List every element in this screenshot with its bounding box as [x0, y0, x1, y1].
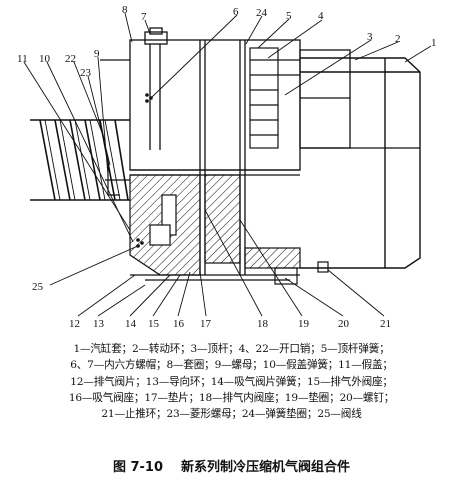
part-label-4: 4 [318, 10, 324, 22]
part-label-13: 13 [93, 318, 105, 330]
part-label-5: 5 [286, 10, 292, 22]
part-label-17: 17 [200, 318, 212, 330]
part-label-7: 7 [141, 11, 147, 23]
part-label-14: 14 [125, 318, 137, 330]
legend-line: 16—吸气阀座；17—垫片；18—排气内阀座；19—垫圈；20—螺钉； [68, 391, 395, 404]
legend-line: 6、7—内六方螺帽；8—套圈；9—螺母；10—假盖弹簧；11—假盖； [70, 359, 393, 372]
part-label-18: 18 [257, 318, 269, 330]
legend-line: 21—止推环；23—菱形螺母；24—弹簧垫圈；25—阀线 [101, 408, 362, 421]
legend-line: 1—汽缸套；2—转动环；3—顶杆；4、22—开口销；5—顶杆弹簧； [73, 343, 390, 355]
part-label-19: 19 [298, 318, 310, 330]
parts-legend: 1—汽缸套；2—转动环；3—顶杆；4、22—开口销；5—顶杆弹簧； 6、7—内六… [4, 341, 459, 422]
false-cover-spring [30, 119, 130, 201]
part-label-1: 1 [431, 37, 437, 49]
cylinder-sleeve [300, 57, 421, 269]
part-label-10: 10 [39, 53, 51, 65]
part-label-16: 16 [173, 318, 185, 330]
figure-caption: 图 7-10 新系列制冷压缩机气阀组合件 [0, 456, 463, 475]
figure-title: 新系列制冷压缩机气阀组合件 [181, 460, 351, 475]
valve-assembly-drawing: 1 2 3 4 5 6 7 8 9 10 11 12 13 14 15 16 1… [17, 4, 437, 330]
part-label-15: 15 [148, 318, 160, 330]
figure-number: 图 7-10 [112, 460, 164, 475]
part-label-23: 23 [80, 67, 92, 79]
ejector-pin-assembly [249, 47, 300, 149]
part-label-22: 22 [65, 53, 76, 65]
part-label-3: 3 [367, 31, 373, 43]
part-label-11: 11 [17, 53, 28, 65]
part-label-8: 8 [122, 4, 128, 16]
legend-line: 12—排气阀片；13—导向环；14—吸气阀片弹簧；15—排气外阀座； [70, 375, 393, 388]
part-label-12: 12 [69, 318, 80, 330]
valve-seat-sections [129, 174, 301, 276]
leader-lines [23, 12, 432, 317]
part-label-9: 9 [94, 48, 100, 60]
part-label-25: 25 [32, 281, 44, 293]
part-label-24: 24 [256, 7, 268, 19]
part-label-20: 20 [338, 318, 350, 330]
part-label-2: 2 [395, 33, 401, 45]
part-number-labels: 1 2 3 4 5 6 7 8 9 10 11 12 13 14 15 16 1… [17, 4, 437, 330]
rotating-ring [299, 49, 420, 149]
part-label-21: 21 [380, 318, 391, 330]
part-label-6: 6 [233, 6, 239, 18]
